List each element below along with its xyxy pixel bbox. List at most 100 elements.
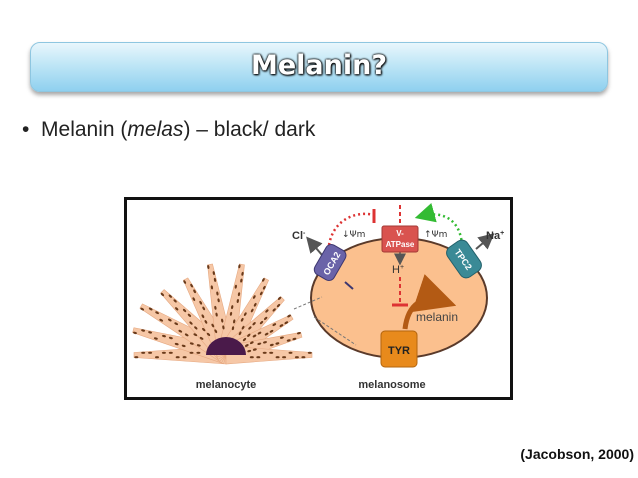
melanin-granule (231, 305, 234, 310)
melanin-granule (187, 313, 192, 317)
melanin-granule (249, 341, 254, 345)
melanin-granule (247, 349, 252, 353)
melanin-granule (159, 318, 164, 322)
melanin-granule (269, 351, 274, 354)
tyr-label: TYR (388, 345, 410, 357)
melanin-granule (173, 299, 177, 303)
melanin-granule (214, 329, 218, 334)
cl-label: Cl- (292, 230, 306, 242)
melanin-granule (252, 348, 257, 351)
melanin-granule (199, 337, 204, 340)
melanin-granule (206, 332, 211, 337)
melanin-granule (189, 351, 194, 354)
melanin-granule (269, 343, 274, 347)
h-label: H+ (392, 264, 404, 276)
melanin-granule (247, 333, 251, 337)
melanin-granule (155, 356, 159, 359)
melanin-granule (148, 307, 153, 311)
melanin-granule (229, 311, 233, 316)
melanin-granule (193, 333, 198, 337)
melanin-granule (189, 321, 193, 325)
melanin-granule (207, 265, 210, 269)
melanin-granule (263, 341, 267, 344)
melanin-granule (275, 356, 280, 359)
tyr-melanin-arrow (402, 274, 457, 330)
melanin-granule (257, 331, 262, 335)
melanin-granule (288, 351, 293, 354)
melanin-granule (210, 285, 214, 290)
melanin-granule (196, 351, 201, 354)
melanin-granule (252, 295, 256, 299)
melanin-granule (241, 325, 245, 330)
melanin-granule (221, 318, 224, 323)
melanin-granule (269, 329, 274, 333)
melanin-granule (222, 325, 225, 330)
melanin-granule (134, 356, 139, 359)
melanin-granule (140, 307, 145, 311)
melanin-granule (243, 312, 247, 316)
melanin-granule (249, 356, 254, 359)
na-arrow (475, 233, 495, 250)
melanin-granule (262, 278, 265, 282)
title-bar: Melanin? (30, 42, 608, 92)
cl-arrow (306, 236, 323, 256)
na-label: Na+ (486, 230, 504, 242)
melanin-granule (264, 316, 268, 321)
melanin-granule (242, 337, 247, 342)
melanin-granule (194, 326, 198, 330)
melanin-granule (253, 302, 257, 307)
melanin-granule (161, 351, 166, 354)
melanin-granule (174, 322, 179, 326)
melanin-granule (211, 323, 215, 328)
melanin-granule (181, 344, 186, 348)
melanin-granule (234, 284, 237, 289)
melanin-granule (212, 271, 215, 276)
melanin-granule (175, 356, 180, 359)
bullet-italic: melas (127, 118, 184, 141)
melanin-granule (148, 351, 153, 354)
bullet-melanin: • Melanin (melas) – black/ dark (22, 118, 315, 142)
melanin-granule (237, 292, 241, 297)
melanin-granule (168, 294, 172, 298)
melanin-granule (213, 277, 217, 282)
melanin-granule (215, 312, 218, 317)
melanin-granule (252, 334, 257, 338)
oca2-inhibit-curve (327, 212, 375, 246)
melanin-granule (153, 337, 158, 340)
v-atpase-label-2: ATPase (386, 240, 415, 249)
melanin-granule (217, 298, 220, 303)
melanin-granule (257, 342, 262, 345)
melanin-granule (282, 356, 287, 359)
melanin-granule (133, 331, 137, 335)
oca2-channel (313, 243, 347, 282)
melanin-granule (162, 334, 166, 338)
melanin-granule (199, 300, 203, 305)
melanin-granule (256, 356, 261, 359)
melanin-granule (272, 308, 276, 312)
melanin-granule (174, 342, 179, 346)
melanin-granule (238, 264, 241, 269)
melanin-granule (189, 342, 194, 345)
melanosome-label: melanosome (358, 379, 425, 391)
melanin-granule (155, 311, 159, 315)
tpc2-activate-curve (414, 203, 464, 246)
melanin-granule (262, 351, 267, 354)
melanin-granule (275, 342, 280, 345)
melanin-granule (190, 283, 193, 288)
melanin-granule (292, 337, 297, 341)
melanin-granule (248, 326, 252, 330)
v-atpase-box (381, 225, 419, 253)
melanin-granule (296, 332, 301, 335)
melanin-granule (192, 297, 196, 301)
melanin-granule (202, 306, 206, 311)
melanin-label: melanin (416, 310, 458, 324)
melanin-granule (178, 329, 183, 333)
psi-left-label: ↓Ψm (342, 230, 365, 240)
melanin-granule (259, 320, 264, 325)
melanin-granule (276, 303, 281, 308)
melanin-granule (202, 327, 206, 332)
melanin-granule (279, 336, 284, 339)
melanin-granule (262, 285, 266, 290)
slide-title: Melanin? (250, 50, 387, 81)
melanin-granule (259, 291, 263, 296)
